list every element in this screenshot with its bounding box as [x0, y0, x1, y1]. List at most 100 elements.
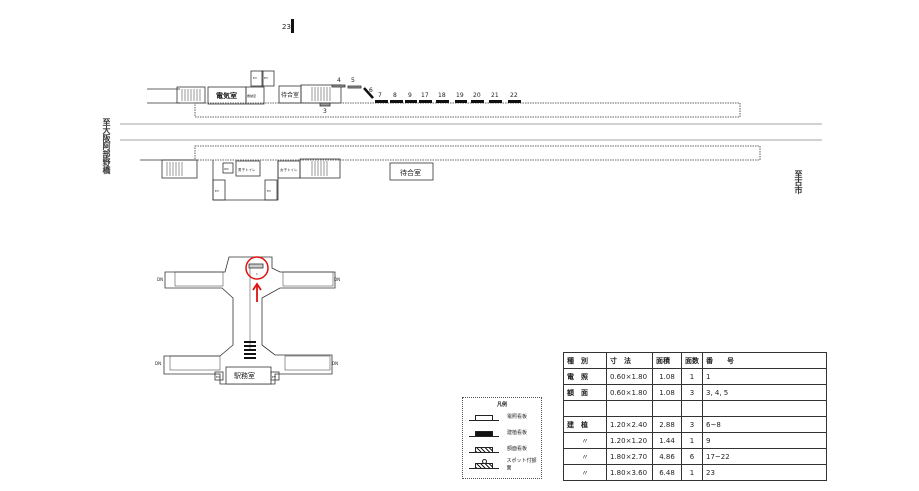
platform-outline [194, 145, 761, 161]
wc [222, 162, 234, 174]
legend-item: 電照看板 [469, 408, 541, 424]
womens-toilet-label: 女子トイレ [280, 167, 298, 172]
legend-label: 建植看板 [507, 429, 528, 436]
table-header: 種 別 寸 法 面積 面数 番 号 [563, 352, 827, 369]
electric-sign-icon [469, 412, 499, 421]
cell: 17~22 [702, 448, 827, 465]
cell: 1 [702, 368, 827, 385]
cell: 6~8 [702, 416, 827, 433]
cell: 1 [681, 464, 703, 481]
frame-sign-4 [331, 84, 346, 88]
ev-label: EV [272, 375, 277, 379]
cell: 1.20×1.20 [606, 432, 653, 449]
waiting-room-label: 待合室 [281, 91, 299, 99]
cell [652, 400, 682, 417]
stairs [299, 158, 341, 179]
cell: 〃 [563, 448, 607, 465]
cell: 1.44 [652, 432, 682, 449]
electric-room-label: 電気室 [216, 91, 237, 100]
ev-label: EV [264, 76, 269, 80]
sign-23-marker [291, 19, 294, 33]
legend-item: スポット付額面 [469, 456, 541, 472]
cell: 23 [702, 464, 827, 481]
standing-signs [375, 100, 521, 103]
cell: 建 植 [563, 416, 607, 433]
legend-label: スポット付額面 [506, 458, 537, 471]
frame-sign-3 [319, 102, 331, 107]
spot-frame-sign-icon [469, 458, 499, 469]
frame-sign-5 [347, 85, 362, 89]
cell: 3 [681, 416, 703, 433]
cell: 1 [681, 368, 703, 385]
legend-label: 電照看板 [507, 413, 528, 420]
legend-title: 凡例 [496, 402, 507, 408]
legend-item: 額面看板 [469, 440, 541, 456]
highlight-circle [245, 256, 269, 280]
cell [681, 400, 703, 417]
ev-label: EV [215, 189, 220, 193]
cell: 1.08 [652, 368, 682, 385]
dn-label: DN [155, 361, 161, 366]
machine-room-label: 機械室 [247, 93, 256, 98]
sign-number: 20 [473, 92, 481, 99]
cell: 額 面 [563, 384, 607, 401]
machine-room [245, 86, 265, 105]
cell: 1.80×2.70 [606, 448, 653, 465]
header-faces: 面数 [681, 352, 703, 369]
standing-sign-6 [363, 87, 374, 99]
cell: 電 照 [563, 368, 607, 385]
cell: 0.60×1.80 [606, 384, 653, 401]
stairs [176, 86, 206, 104]
mens-toilet-label: 男子トイレ [238, 167, 256, 172]
ev-label: EV [253, 76, 258, 80]
legend: 凡例 電照看板 建植看板 額面看板 スポット付額面 [462, 397, 542, 479]
station-office-label: 駅務室 [234, 371, 255, 380]
legend-item: 建植看板 [469, 424, 541, 440]
direction-left-label: 至大阪阿部野橋 [102, 118, 111, 174]
cell: 6.48 [652, 464, 682, 481]
sign-number: 4 [337, 77, 341, 84]
cell: 9 [702, 432, 827, 449]
cell: 2.88 [652, 416, 682, 433]
cell: 1.20×2.40 [606, 416, 653, 433]
header-type: 種 別 [563, 352, 607, 369]
waiting-room [389, 162, 434, 181]
cell [563, 400, 607, 417]
upper-platform: 電気室 機械室 EV EV 待合室 3 4 5 6 7 8 9 17 18 19… [147, 70, 741, 118]
sign-number: 22 [510, 92, 518, 99]
cell: 1.80×3.60 [606, 464, 653, 481]
cell [606, 400, 653, 417]
sign-number: 17 [421, 92, 429, 99]
sign-23-label: 23 [282, 23, 291, 31]
cell: 〃 [563, 432, 607, 449]
cell [702, 400, 827, 417]
cell: 1.08 [652, 384, 682, 401]
table-row [563, 400, 827, 417]
mens-toilet [235, 160, 261, 177]
legend-label: 額面看板 [507, 445, 528, 452]
dn-label: DN [334, 277, 340, 282]
lower-platform: EV EV WC 男子トイレ 女子トイレ 待合室 [140, 145, 761, 201]
wc-label: WC [224, 167, 229, 171]
header-area: 面積 [652, 352, 682, 369]
sign-number: 5 [351, 77, 355, 84]
concourse: 駅務室 EV EV DN DN DN DN 1 [155, 256, 340, 385]
sign-number: 1 [256, 272, 258, 276]
cell: 3 [681, 384, 703, 401]
ev-label: EV [216, 375, 221, 379]
frame-sign-icon [469, 444, 499, 453]
cell: 3, 4, 5 [702, 384, 827, 401]
sign-number: 7 [378, 92, 382, 99]
cell: 1 [681, 432, 703, 449]
dn-label: DN [157, 277, 163, 282]
standing-sign-icon [469, 428, 499, 437]
cell: 6 [681, 448, 703, 465]
ev-label: EV [267, 189, 272, 193]
cell: 4.86 [652, 448, 682, 465]
